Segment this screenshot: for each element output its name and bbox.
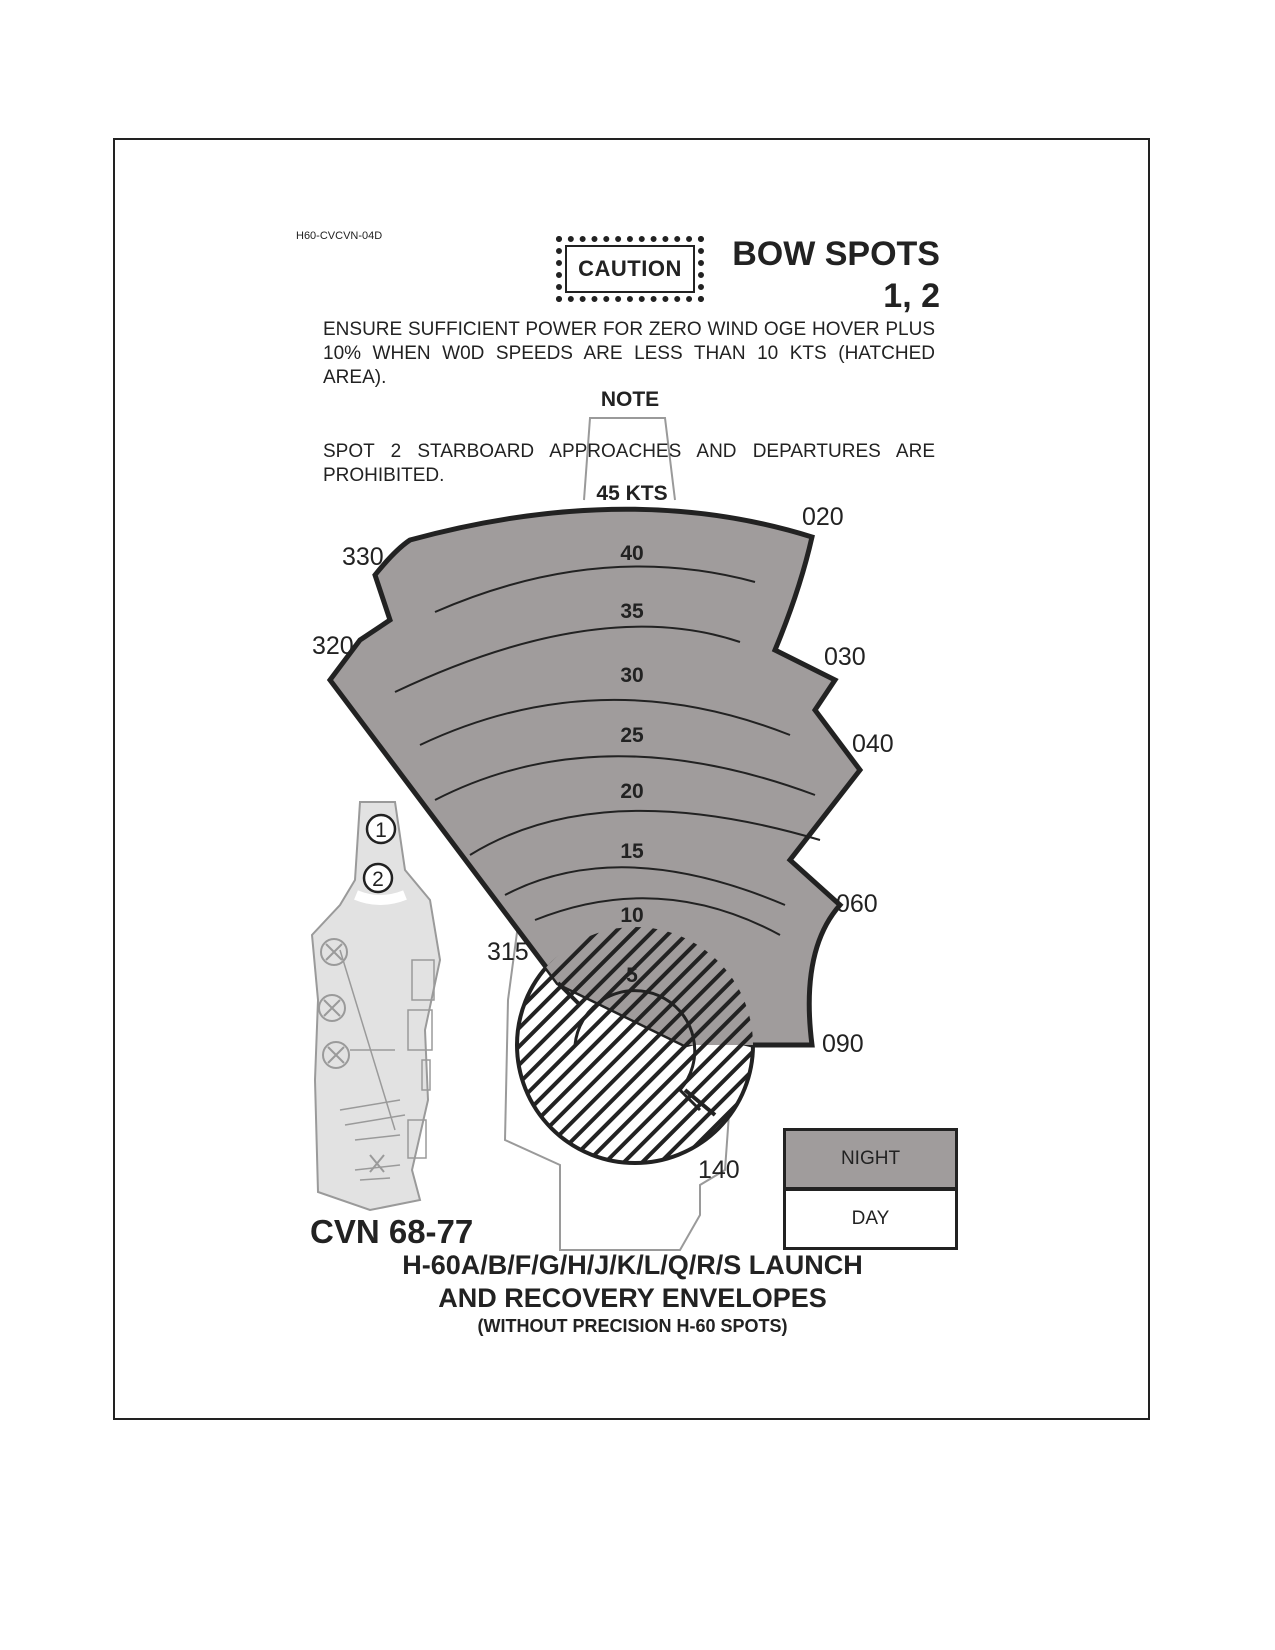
speed-label-15: 15 xyxy=(620,840,644,863)
carrier-hull xyxy=(310,801,442,1212)
ring-35 xyxy=(394,625,741,693)
footer-title-line-2: AND RECOVERY ENVELOPES xyxy=(438,1283,827,1313)
bearing-030: 030 xyxy=(824,643,866,671)
legend-night: NIGHT xyxy=(783,1128,958,1190)
speed-label-30: 30 xyxy=(620,664,643,687)
ship-class: CVN 68-77 xyxy=(310,1213,474,1250)
spot-1-label: 1 xyxy=(375,819,387,842)
circle-cut-edge xyxy=(683,1088,717,1117)
spot-2-marker xyxy=(362,862,394,894)
speed-label-20: 20 xyxy=(620,780,643,803)
legend-day: DAY xyxy=(783,1188,958,1250)
bearing-140: 140 xyxy=(698,1156,740,1184)
bearing-330: 330 xyxy=(342,543,384,571)
speed-label-5: 5 xyxy=(626,964,638,987)
ring-5 xyxy=(573,989,702,1112)
x-marker-3 xyxy=(322,1041,350,1069)
page-title: BOW SPOTS 1, 2 xyxy=(700,233,940,317)
speed-label-40: 40 xyxy=(620,542,643,565)
speed-label-35: 35 xyxy=(620,600,644,623)
speed-label-10: 10 xyxy=(620,904,643,927)
deck-markings xyxy=(339,949,435,1181)
aft-spot-markers xyxy=(318,938,385,1173)
spot-1-marker xyxy=(365,813,397,845)
ring-40 xyxy=(434,565,756,613)
ring-25 xyxy=(434,755,816,801)
x-marker-1 xyxy=(320,938,348,966)
footer-subtitle: (WITHOUT PRECISION H-60 SPOTS) xyxy=(477,1316,788,1336)
note-heading: NOTE xyxy=(600,388,660,411)
island-outline xyxy=(503,909,741,1251)
bearing-020: 020 xyxy=(802,503,844,531)
caution-label: CAUTION xyxy=(556,236,704,302)
caution-text: ENSURE SUFFICIENT POWER FOR ZERO WIND OG… xyxy=(323,319,935,388)
bearing-labels: 020 030 040 060 090 140 315 320 330 xyxy=(312,503,894,1184)
bearing-320: 320 xyxy=(312,632,354,660)
bearing-040: 040 xyxy=(852,730,894,758)
night-envelope xyxy=(326,506,864,1048)
bearing-315: 315 xyxy=(487,938,529,966)
spot-2-label: 2 xyxy=(372,868,384,891)
ring-10 xyxy=(534,897,781,936)
fan-edge xyxy=(556,981,582,1007)
ring-20 xyxy=(469,809,821,856)
ring-30 xyxy=(419,698,791,746)
note-callout-outline xyxy=(583,417,676,501)
hatched-night-overlap xyxy=(517,927,753,1045)
page-frame xyxy=(113,138,1150,1420)
speed-labels: 45 KTS 40 35 30 25 20 15 10 5 xyxy=(596,482,667,987)
bearing-090: 090 xyxy=(822,1030,864,1058)
title-line-1: BOW SPOTS xyxy=(732,235,940,273)
carrier-deck: 1 2 xyxy=(310,801,442,1212)
ring-15 xyxy=(504,866,786,906)
speed-label-45: 45 KTS xyxy=(596,482,667,505)
bearing-060: 060 xyxy=(836,890,878,918)
document-id: H60-CVCVN-04D xyxy=(296,230,383,242)
speed-label-25: 25 xyxy=(620,724,644,747)
x-marker-2 xyxy=(318,994,346,1022)
speed-rings xyxy=(394,565,821,936)
footer-title-line-1: H-60A/B/F/G/H/J/K/L/Q/R/S LAUNCH xyxy=(402,1250,863,1280)
note-text: SPOT 2 STARBOARD APPROACHES AND DEPARTUR… xyxy=(323,441,935,486)
title-line-2: 1, 2 xyxy=(883,277,940,315)
